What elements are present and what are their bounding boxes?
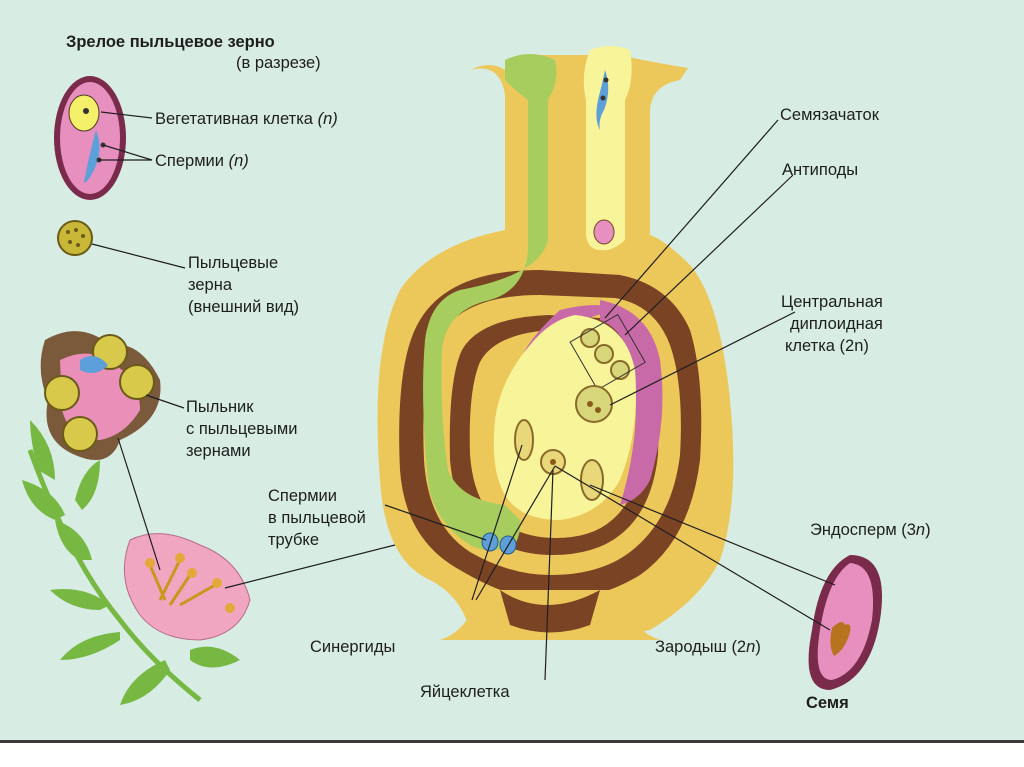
seed-label: Семя	[806, 694, 849, 712]
embryo-label: Зародыш (2n)	[655, 638, 761, 656]
central-cell-label-3: клетка (2n)	[785, 337, 869, 355]
leader-lines	[384, 119, 836, 681]
central-cell-label-1: Центральная	[781, 293, 883, 311]
central-cell-label-2: диплоидная	[790, 315, 883, 333]
pollen-grain-external	[57, 220, 93, 256]
anther	[40, 331, 161, 460]
anther-label-2: с пыльцевыми	[186, 420, 298, 438]
anther-label-1: Пыльник	[186, 398, 254, 416]
antipodes-label: Антиподы	[782, 161, 859, 179]
pollen-title: Зрелое пыльцевое зерно	[66, 33, 275, 51]
pollen-grains-label-1: Пыльцевые	[188, 254, 279, 272]
sperms-tube-label-2: в пыльцевой	[268, 509, 366, 527]
flower-branch	[22, 420, 251, 705]
sperms-tube-label-1: Спермии	[268, 487, 337, 505]
pollen-grain-section	[54, 76, 126, 200]
sperms-label: Спермии (n)	[155, 152, 249, 170]
pollen-grains-label-2: зерна	[188, 276, 233, 294]
synergids-label: Синергиды	[310, 638, 396, 656]
ovule-label: Семязачаток	[780, 106, 879, 124]
pollen-subtitle: (в разрезе)	[236, 54, 321, 72]
egg-cell-label: Яйцеклетка	[420, 683, 510, 701]
sperms-tube-label-3: трубке	[268, 531, 320, 549]
anther-label-3: зернами	[186, 442, 251, 460]
seed	[808, 555, 882, 690]
pollen-grains-label-3: (внешний вид)	[188, 298, 300, 316]
ovary	[377, 46, 734, 640]
endosperm-label: Эндосперм (3n)	[810, 521, 931, 539]
vegetative-cell-label: Вегетативная клетка (n)	[155, 110, 338, 128]
bottom-divider	[0, 740, 1024, 743]
